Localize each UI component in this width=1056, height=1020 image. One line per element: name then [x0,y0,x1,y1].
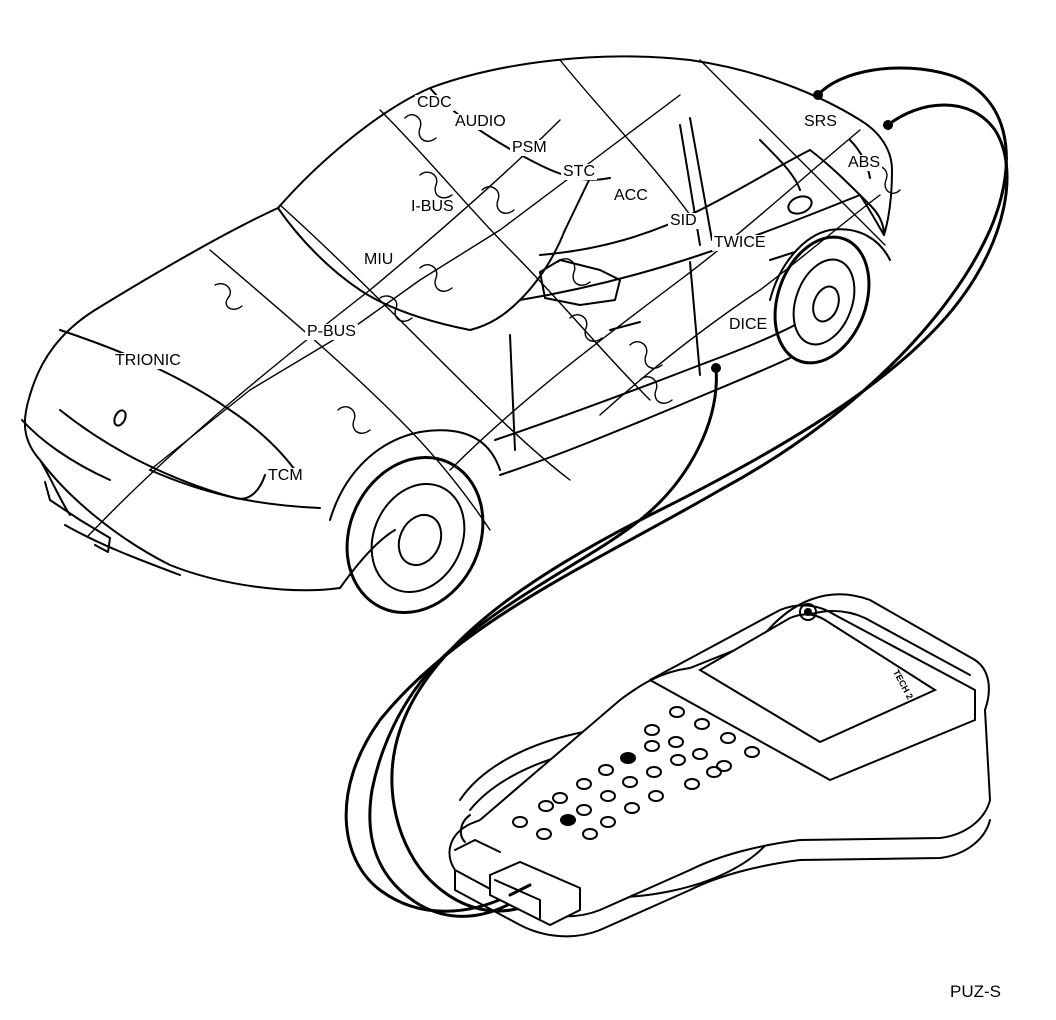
label-sid: SID [668,212,699,229]
label-tcm: TCM [266,467,305,484]
rear-wheel [773,235,871,365]
puzzle-grid [87,59,901,537]
label-miu: MIU [362,251,396,268]
front-wheel [345,455,485,615]
label-acc: ACC [612,187,650,204]
label-p-bus: P-BUS [305,323,358,340]
label-i-bus: I-BUS [409,198,456,215]
label-audio: AUDIO [453,113,508,130]
figure-code: PUZ-S [950,982,1001,1001]
tech2-tester [448,593,992,938]
label-stc: STC [561,163,597,180]
label-psm: PSM [510,139,549,156]
label-dice: DICE [727,316,770,333]
label-trionic: TRIONIC [113,352,183,369]
label-abs: ABS [846,154,883,171]
label-twice: TWICE [712,234,768,251]
keypad [512,706,760,840]
label-cdc: CDC [415,94,454,111]
label-srs: SRS [802,113,839,130]
car-body [21,55,893,615]
diagnostic-cable [344,66,1009,918]
